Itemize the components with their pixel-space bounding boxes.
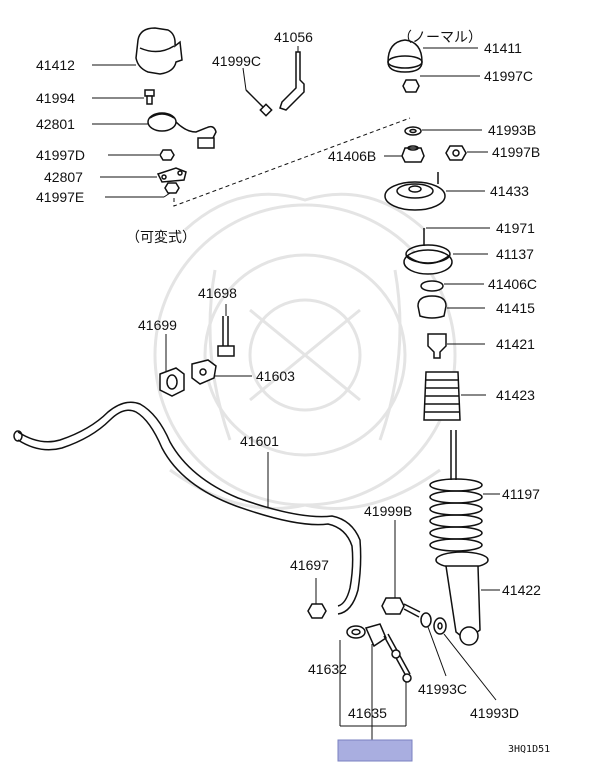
- part-41421-bump-stop[interactable]: [427, 333, 485, 359]
- part-41698-bolt[interactable]: [217, 304, 235, 357]
- part-41411-mount[interactable]: [387, 39, 478, 73]
- part-41993B-washer[interactable]: [404, 126, 482, 136]
- part-42801-actuator[interactable]: [92, 112, 217, 149]
- part-41137-spring-seat[interactable]: [403, 244, 488, 275]
- part-41423-dust-boot[interactable]: [423, 371, 486, 421]
- part-41999C-bolt[interactable]: [242, 67, 273, 117]
- label-41632: 41632: [308, 661, 347, 677]
- label-41997C: 41997C: [484, 68, 533, 84]
- part-41635-link[interactable]: [364, 623, 412, 726]
- part-41056-bracket[interactable]: [279, 46, 305, 111]
- dashed-link-variable: [173, 117, 411, 207]
- label-41406C: 41406C: [488, 276, 537, 292]
- part-41997D-nut[interactable]: [108, 149, 175, 161]
- label-42807: 42807: [44, 169, 83, 185]
- label-42801: 42801: [36, 116, 75, 132]
- part-41997C-nut[interactable]: [402, 75, 480, 93]
- part-41999B-bolt[interactable]: [381, 520, 421, 618]
- label-41999B: 41999B: [364, 503, 412, 519]
- group-bracket: [340, 725, 406, 740]
- part-41993C-washer[interactable]: [420, 612, 447, 677]
- diagram-code: 3HQ1D51: [508, 744, 550, 755]
- label-41433: 41433: [490, 183, 529, 199]
- part-41415-cup[interactable]: [417, 295, 485, 319]
- part-41601-stabilizer-bar[interactable]: [13, 401, 362, 615]
- part-42807-bracket[interactable]: [100, 167, 187, 183]
- part-41603-bracket[interactable]: [191, 359, 252, 385]
- part-41632-bushing[interactable]: [339, 625, 366, 726]
- label-41197: 41197: [502, 486, 540, 502]
- part-41993D-washer[interactable]: [433, 617, 497, 701]
- watermark-emblem: [153, 192, 457, 510]
- part-41433-top-plate[interactable]: [384, 172, 485, 211]
- label-41993C: 41993C: [418, 681, 467, 697]
- label-41137: 41137: [496, 246, 534, 262]
- label-41999C: 41999C: [212, 53, 261, 69]
- label-41603: 41603: [256, 368, 295, 384]
- label-41997B: 41997B: [492, 144, 540, 160]
- part-41699-bushing[interactable]: [159, 334, 185, 397]
- part-41406B-bushing[interactable]: [384, 145, 425, 163]
- label-41422: 41422: [502, 582, 541, 598]
- label-41421: 41421: [496, 336, 535, 352]
- part-41994-bolt[interactable]: [92, 89, 155, 105]
- label-41412: 41412: [36, 57, 75, 73]
- part-41997E-nut[interactable]: [105, 182, 180, 198]
- label-41697: 41697: [290, 557, 329, 573]
- label-41994: 41994: [36, 90, 75, 106]
- label-41423: 41423: [496, 387, 535, 403]
- part-41971-stud[interactable]: [423, 227, 490, 246]
- label-41997E: 41997E: [36, 189, 84, 205]
- highlight-box[interactable]: [337, 739, 413, 762]
- label-41971: 41971: [496, 220, 535, 236]
- label-variable-note: （可変式）: [126, 229, 196, 245]
- part-41197-coil-spring[interactable]: [429, 430, 500, 552]
- label-41411: 41411: [484, 40, 522, 56]
- label-41056: 41056: [274, 29, 313, 45]
- label-41698: 41698: [198, 285, 237, 301]
- label-41993B: 41993B: [488, 122, 536, 138]
- label-41699: 41699: [138, 317, 177, 333]
- label-41635: 41635: [348, 705, 387, 721]
- label-41415: 41415: [496, 300, 535, 316]
- part-41997B-nut[interactable]: [445, 145, 488, 161]
- part-41406C-bushing[interactable]: [420, 280, 484, 292]
- label-41406B: 41406B: [328, 148, 376, 164]
- label-41993D: 41993D: [470, 705, 519, 721]
- part-41697-nut[interactable]: [307, 578, 327, 619]
- label-41997D: 41997D: [36, 147, 85, 163]
- label-normal-note: （ノーマル）: [398, 29, 482, 45]
- part-41412-cover[interactable]: [92, 27, 183, 75]
- label-41601: 41601: [240, 433, 279, 449]
- part-41422-shock-absorber[interactable]: [435, 551, 500, 646]
